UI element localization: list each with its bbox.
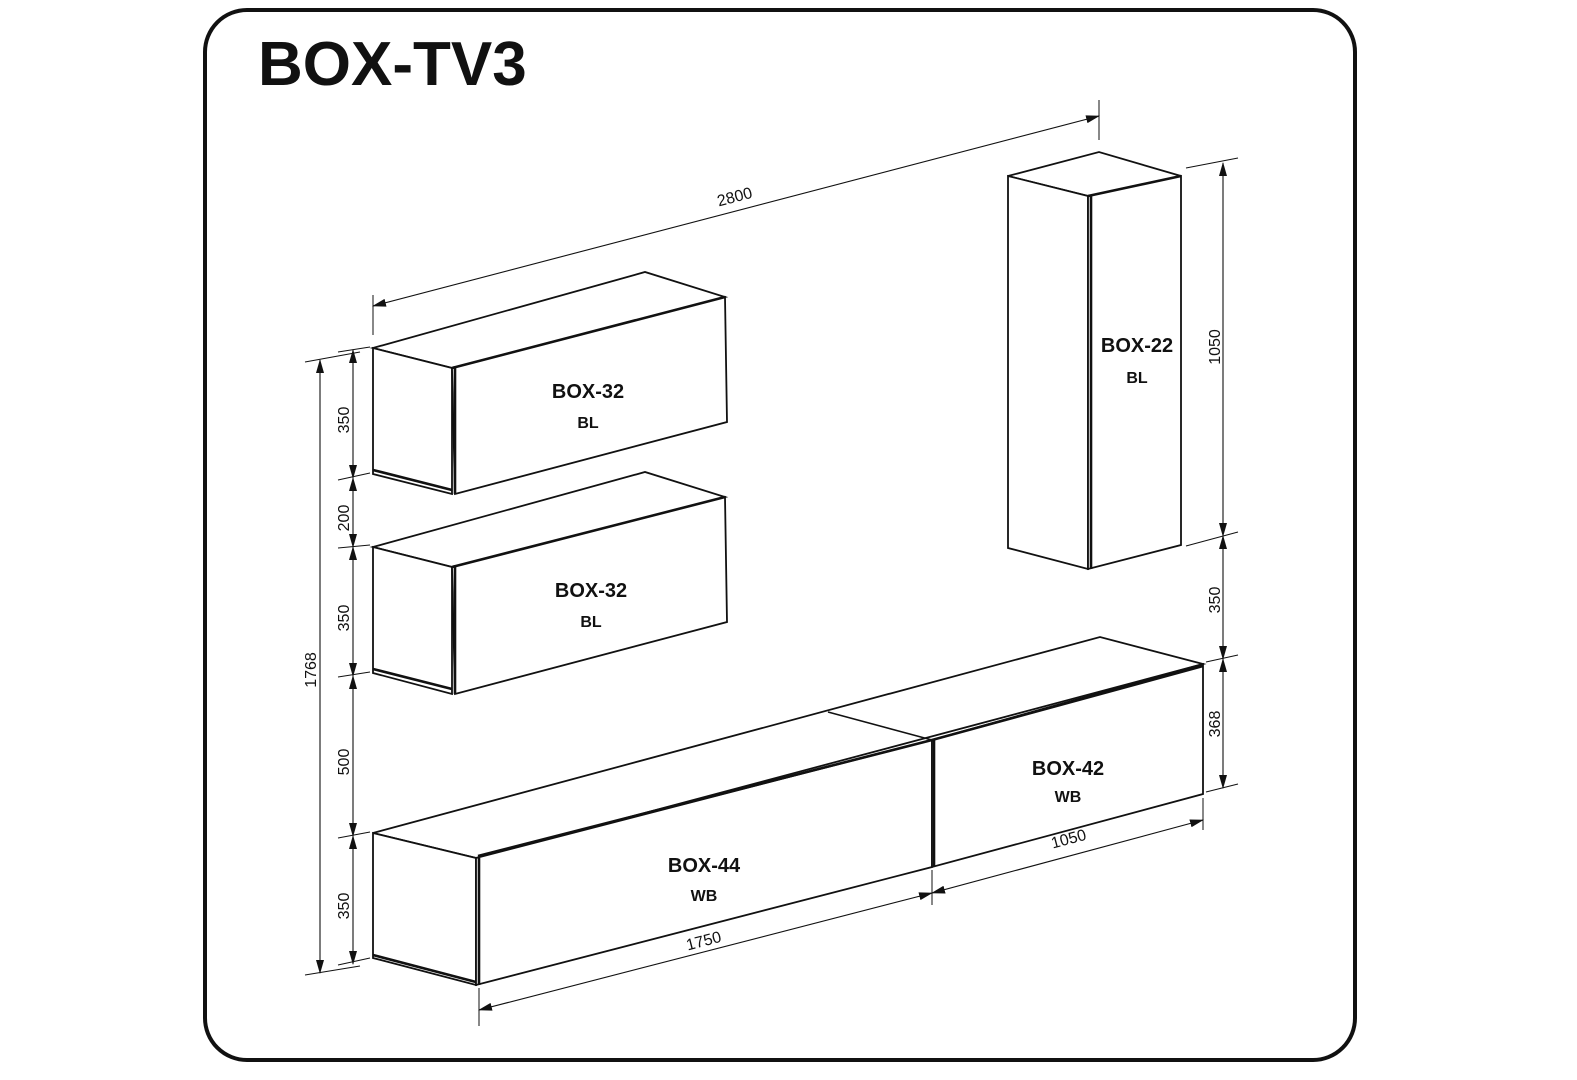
dim-label: 368	[1207, 711, 1224, 738]
module-finish: WB	[1055, 789, 1082, 806]
module-finish: BL	[580, 614, 602, 631]
module-finish: WB	[691, 888, 718, 905]
module-finish: BL	[577, 415, 599, 432]
module-label: BOX-42	[1032, 758, 1104, 780]
cabinet-box32-top: BOX-32 BL	[369, 271, 729, 496]
dim-label: 200	[336, 505, 353, 532]
dim-label: 350	[336, 605, 353, 632]
dim-right-chain: 1050 350 368	[1185, 157, 1239, 793]
dim-label: 1768	[303, 652, 320, 688]
dim-label: 350	[336, 893, 353, 920]
dim-label: 1050	[1207, 329, 1224, 365]
dim-label: 350	[336, 407, 353, 434]
module-label: BOX-22	[1101, 335, 1173, 357]
cabinet-box22-tall: BOX-22 BL	[1007, 151, 1182, 571]
cabinet-box32-middle: BOX-32 BL	[369, 471, 729, 696]
module-label: BOX-32	[552, 381, 624, 403]
diagram-title: BOX-TV3	[258, 30, 527, 99]
module-label: BOX-44	[668, 855, 741, 877]
dim-label: 500	[336, 749, 353, 776]
module-finish: BL	[1126, 370, 1148, 387]
module-label: BOX-32	[555, 580, 627, 602]
dim-left-chain: 350 200 350 500 350 1768	[303, 346, 371, 976]
dim-label: 350	[1207, 587, 1224, 614]
